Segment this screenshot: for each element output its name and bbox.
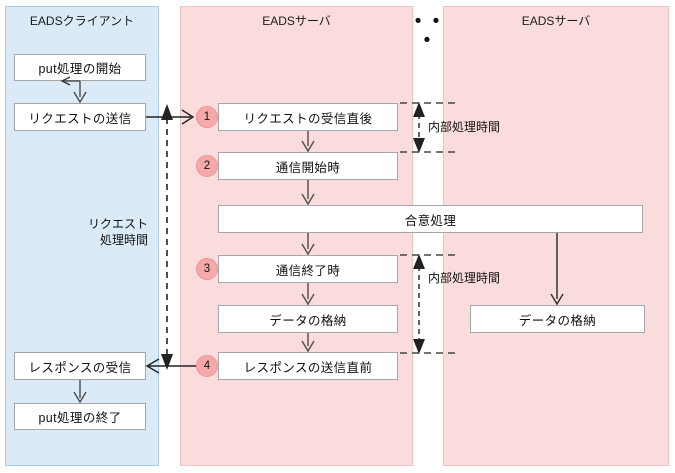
lane-title-eads-client: EADSクライアント (29, 14, 135, 28)
label-request-processing-time: リクエスト 処理時間 (48, 216, 148, 248)
label-request-processing-time-line2: 処理時間 (99, 233, 148, 247)
measure-internal-upper-head-down (413, 138, 425, 153)
measure-internal-lower-head-down (413, 339, 425, 354)
measure-internal-lower-head-up (413, 254, 425, 269)
lane-title-eads-server-2: EADSサーバ (521, 14, 591, 28)
node-before-response-sent: レスポンスの送信直前 (218, 352, 398, 380)
lane-eads-client (5, 6, 159, 466)
label-request-processing-time-line1: リクエスト (87, 217, 148, 231)
label-internal-processing-time-upper: 内部処理時間 (428, 120, 501, 134)
node-receive-response: レスポンスの受信 (14, 352, 146, 380)
lane-eads-server-1 (180, 6, 413, 466)
lane-title-eads-server-1: EADSサーバ (262, 14, 331, 28)
node-store-data: データの格納 (218, 305, 398, 333)
measure-request-processing-time-head-up (161, 104, 173, 120)
node-comm-end: 通信終了時 (218, 255, 398, 283)
measure-internal-upper-head-up (413, 102, 425, 117)
badge-step-1: 1 (196, 106, 218, 128)
badge-step-2: 2 (196, 155, 218, 177)
measure-request-processing-time-head-down (161, 354, 173, 370)
node-after-request-received: リクエストの受信直後 (218, 103, 398, 131)
node-put-end: put処理の終了 (14, 403, 146, 430)
node-consensus: 合意処理 (218, 205, 643, 233)
badge-step-4: 4 (196, 355, 218, 377)
node-store-data-remote: データの格納 (470, 305, 645, 333)
lane-ellipsis-icon: • • • (414, 11, 443, 51)
node-put-start: put処理の開始 (14, 54, 146, 81)
badge-step-3: 3 (196, 258, 218, 280)
node-comm-start: 通信開始時 (218, 152, 398, 180)
lane-eads-server-2 (443, 6, 669, 466)
node-send-request: リクエストの送信 (14, 103, 146, 131)
label-internal-processing-time-lower: 内部処理時間 (428, 271, 501, 285)
